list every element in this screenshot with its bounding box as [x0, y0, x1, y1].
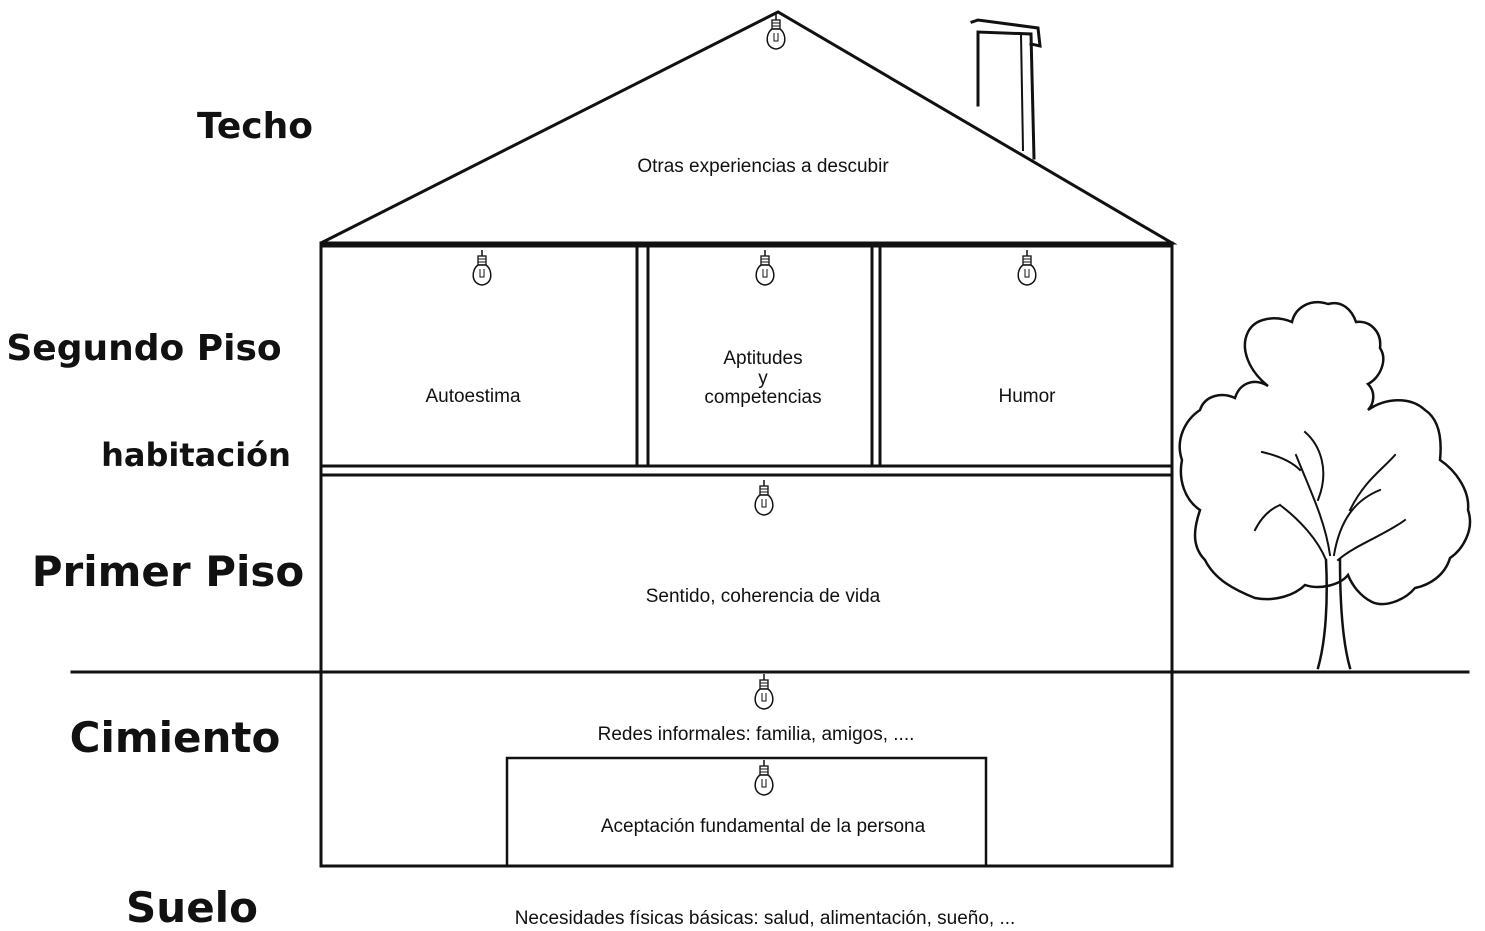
room-aptitudes-line1: Aptitudes: [723, 348, 802, 369]
lightbulb-icon: [766, 13, 786, 50]
tree-icon: [1178, 301, 1472, 670]
label-suelo: Suelo: [126, 883, 258, 931]
lightbulb-icon: [1017, 249, 1037, 286]
room-autoestima: Autoestima: [425, 386, 520, 407]
roof-text: Otras experiencias a descubir: [637, 156, 889, 177]
lightbulb-icon: [754, 673, 774, 710]
lightbulb-icon: [755, 249, 775, 286]
lightbulb-icon: [754, 479, 774, 516]
lightbulb-icon: [754, 759, 774, 796]
room-aptitudes-line2: y: [758, 368, 768, 389]
foundation-text: Redes informales: familia, amigos, ....: [598, 724, 915, 745]
foundation-inner-box: [505, 756, 988, 868]
roof: [320, 10, 1178, 245]
room-aptitudes-line3: competencias: [704, 387, 821, 408]
lightbulb-icon: [472, 249, 492, 286]
label-primer-piso: Primer Piso: [32, 547, 305, 596]
first-floor-text: Sentido, coherencia de vida: [646, 586, 881, 607]
label-habitacion: habitación: [101, 436, 291, 474]
label-segundo-piso: Segundo Piso: [6, 328, 281, 369]
label-cimiento: Cimiento: [70, 713, 281, 762]
room-humor: Humor: [998, 386, 1056, 407]
label-techo: Techo: [197, 106, 313, 147]
chimney-icon: [970, 18, 1042, 160]
foundation-inner-text: Aceptación fundamental de la persona: [601, 816, 926, 837]
ground-text: Necesidades físicas básicas: salud, alim…: [515, 908, 1016, 929]
